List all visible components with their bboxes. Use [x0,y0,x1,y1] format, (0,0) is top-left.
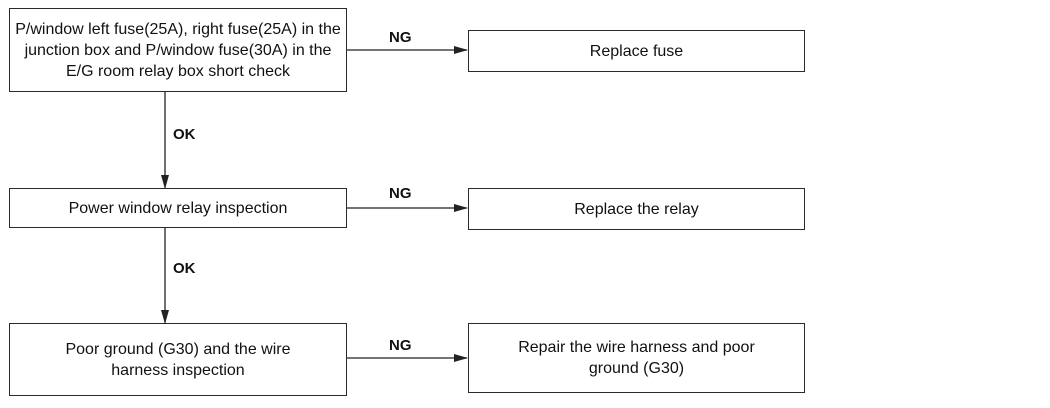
check-text-fuse-short: P/window left fuse(25A), right fuse(25A)… [15,20,341,80]
action-box-replace-relay: Replace the relay [468,188,805,230]
action-box-replace-fuse: Replace fuse [468,30,805,72]
action-text-repair-harness: Repair the wire harness and poor ground … [518,339,755,377]
check-text-relay-inspection: Power window relay inspection [68,199,288,217]
check-box-relay-inspection: Power window relay inspection [9,188,347,228]
check-box-fuse-short: P/window left fuse(25A), right fuse(25A)… [9,8,347,92]
action-text-replace-relay: Replace the relay [574,200,699,218]
action-text-replace-fuse: Replace fuse [589,42,684,60]
ok-label-2: OK [173,260,196,277]
ng-label-3: NG [389,337,412,354]
ng-label-2: NG [389,185,412,202]
check-box-ground-harness: Poor ground (G30) and the wire harness i… [9,323,347,396]
ng-label-1: NG [389,29,412,46]
ok-label-1: OK [173,126,196,143]
action-box-repair-harness: Repair the wire harness and poor ground … [468,323,805,393]
check-text-ground-harness: Poor ground (G30) and the wire harness i… [65,340,291,379]
